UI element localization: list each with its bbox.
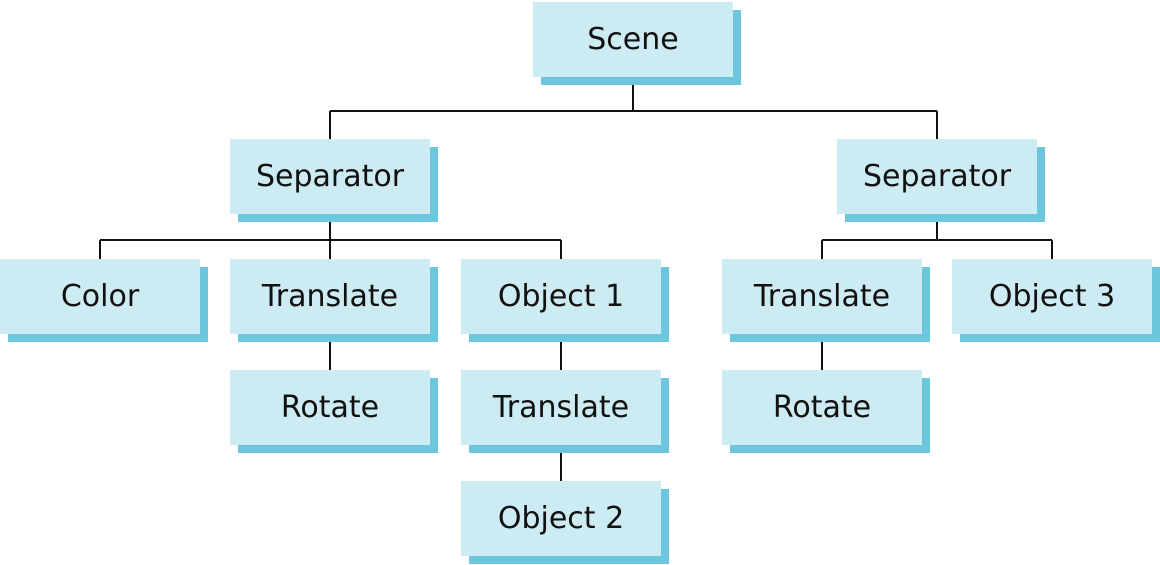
node-object-1-label: Object 1: [461, 259, 661, 334]
node-separator-right-label: Separator: [837, 139, 1037, 214]
node-rotate-right: Rotate: [722, 370, 930, 453]
node-rotate-1-label: Rotate: [230, 370, 430, 445]
node-separator-left-label: Separator: [230, 139, 430, 214]
node-translate-1-label: Translate: [230, 259, 430, 334]
node-scene: Scene: [533, 2, 741, 85]
node-translate-1: Translate: [230, 259, 438, 342]
node-object-3-label: Object 3: [952, 259, 1152, 334]
node-rotate-right-label: Rotate: [722, 370, 922, 445]
node-color: Color: [0, 259, 208, 342]
node-translate-2-label: Translate: [461, 370, 661, 445]
node-object-2: Object 2: [461, 481, 669, 564]
node-translate-right: Translate: [722, 259, 930, 342]
node-object-3: Object 3: [952, 259, 1160, 342]
node-object-2-label: Object 2: [461, 481, 661, 556]
node-translate-right-label: Translate: [722, 259, 922, 334]
node-object-1: Object 1: [461, 259, 669, 342]
node-separator-left: Separator: [230, 139, 438, 222]
node-translate-2: Translate: [461, 370, 669, 453]
node-color-label: Color: [0, 259, 200, 334]
node-separator-right: Separator: [837, 139, 1045, 222]
node-rotate-1: Rotate: [230, 370, 438, 453]
node-scene-label: Scene: [533, 2, 733, 77]
